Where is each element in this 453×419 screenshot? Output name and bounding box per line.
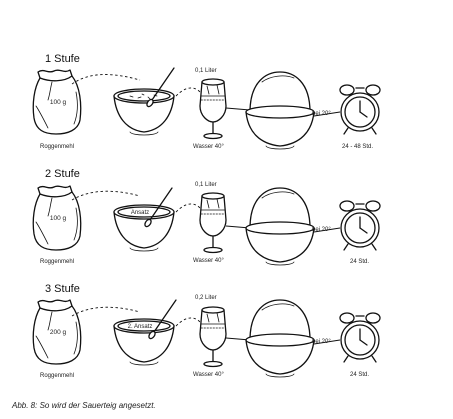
bowl-label: 2. Ansatz xyxy=(128,324,153,330)
connector-dough-clock xyxy=(313,111,341,117)
temp-label: bei 20° xyxy=(312,111,331,117)
connector-bag-bowl xyxy=(71,306,141,317)
connector-bowl-glass xyxy=(175,87,201,97)
stage-title: 2 Stufe xyxy=(45,168,80,180)
water-label: Wasser 40° xyxy=(193,144,224,150)
connector-bag-bowl xyxy=(71,190,141,201)
bag-weight: 100 g xyxy=(50,215,67,222)
water-amount: 0,2 Liter xyxy=(195,295,217,301)
stage-title: 1 Stufe xyxy=(45,53,80,65)
bag-label: Roggenmehl xyxy=(40,373,74,379)
flour-bag: 100 g xyxy=(32,69,82,135)
water-amount: 0,1 Liter xyxy=(195,68,217,74)
wine-glass xyxy=(199,306,227,368)
mixing-bowl: Ansatz xyxy=(113,187,175,252)
water-label: Wasser 40° xyxy=(193,258,224,264)
figure-caption: Abb. 8: So wird der Sauerteig angesetzt. xyxy=(12,401,156,410)
time-label: 24 Std. xyxy=(350,259,369,265)
connector-dough-clock xyxy=(313,339,341,345)
bag-weight: 100 g xyxy=(50,99,67,106)
covered-bowl xyxy=(245,187,315,266)
bag-label: Roggenmehl xyxy=(40,259,74,265)
alarm-clock xyxy=(339,200,381,251)
connector-bag-bowl xyxy=(71,74,141,85)
flour-bag: 200 g xyxy=(32,299,82,365)
stage-2: 2 Stufe 100 g Roggenmehl Ansatz 0,1 Lite… xyxy=(32,168,381,266)
temp-label: bei 20° xyxy=(312,339,331,345)
covered-bowl xyxy=(245,299,315,378)
flour-texture xyxy=(129,93,158,100)
wine-glass xyxy=(199,78,227,140)
covered-bowl xyxy=(245,71,315,150)
alarm-clock xyxy=(339,312,381,363)
bowl-label: Ansatz xyxy=(131,210,149,216)
time-label: 24 - 48 Std. xyxy=(342,144,373,150)
connector-bowl-glass xyxy=(175,203,201,213)
bag-weight: 200 g xyxy=(50,329,67,336)
mixing-bowl xyxy=(113,67,175,136)
bag-label: Roggenmehl xyxy=(40,144,74,150)
water-label: Wasser 40° xyxy=(193,372,224,378)
stage-1: 1 Stufe 100 g Roggenmehl 0,1 Liter Wasse… xyxy=(32,53,381,150)
flour-bag: 100 g xyxy=(32,185,82,251)
temp-label: bei 20° xyxy=(312,227,331,233)
time-label: 24 Std. xyxy=(350,372,369,378)
stage-3: 3 Stufe 200 g Roggenmehl 2. Ansatz 0,2 L… xyxy=(32,283,381,379)
stage-title: 3 Stufe xyxy=(45,283,80,295)
wine-glass xyxy=(199,192,227,254)
connector-glass-dough xyxy=(225,107,251,111)
mixing-bowl: 2. Ansatz xyxy=(113,299,177,366)
water-amount: 0,1 Liter xyxy=(195,182,217,188)
connector-dough-clock xyxy=(313,227,341,233)
alarm-clock xyxy=(339,84,381,135)
connector-bowl-glass xyxy=(175,317,201,327)
